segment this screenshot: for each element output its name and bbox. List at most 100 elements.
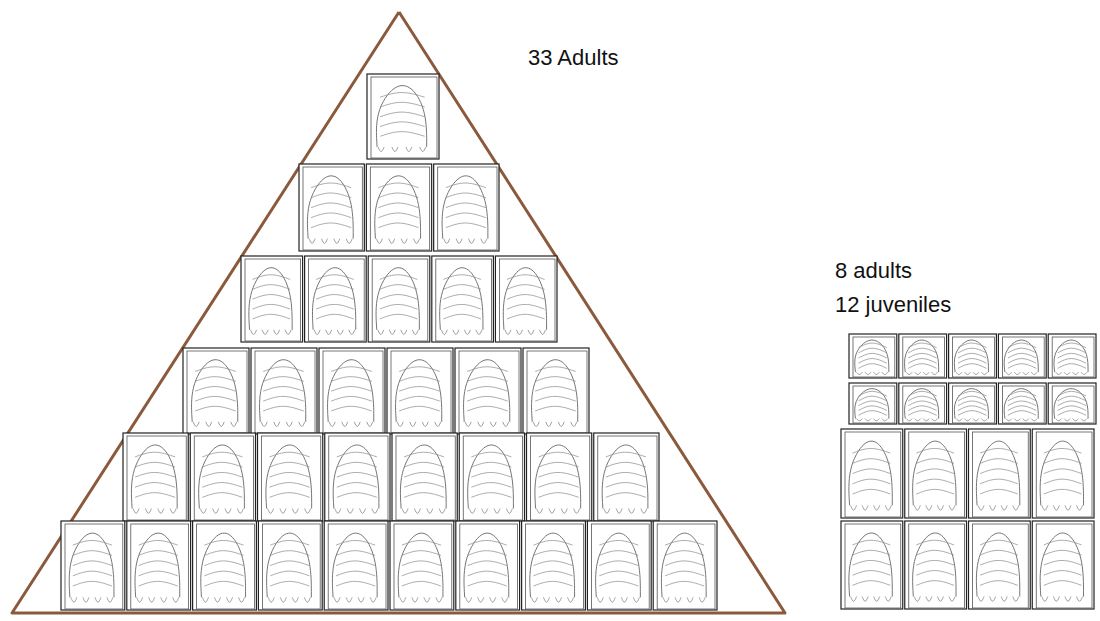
shell-foot <box>469 509 475 514</box>
shell-foot <box>439 509 445 514</box>
shell-ridge <box>606 472 646 477</box>
shell-ridge <box>958 406 986 411</box>
shell-ridge <box>507 295 545 300</box>
shell-ridge <box>858 391 886 396</box>
shell-ridge <box>533 540 572 545</box>
shell-foot <box>882 419 888 421</box>
box-outline <box>949 383 997 424</box>
shell-ridge <box>202 493 242 498</box>
shell-foot <box>214 597 220 602</box>
shell-foot <box>314 330 320 335</box>
box-inner-outline <box>309 259 365 341</box>
shell-ridge <box>958 401 986 406</box>
shell-ridge <box>202 462 242 467</box>
box-inner-outline <box>194 436 253 520</box>
pyramid-outline <box>12 12 785 613</box>
shell-foot <box>949 597 955 602</box>
shell-ridge <box>858 396 886 401</box>
shell-sketch <box>1004 340 1038 372</box>
shell-sketch <box>596 533 641 597</box>
shell-ridge <box>908 406 936 411</box>
shell-ridge <box>202 483 242 488</box>
shell-ridge <box>380 275 418 280</box>
shell-ridge <box>404 483 444 488</box>
shell-box <box>368 256 430 342</box>
shell-ridge <box>1008 353 1036 358</box>
shell-foot <box>885 505 891 510</box>
shell-foot <box>420 147 426 152</box>
shell-ridge <box>378 203 418 208</box>
shell-foot <box>401 239 407 244</box>
shell-ridge <box>853 571 891 576</box>
shell-ridge <box>378 193 418 198</box>
shell-foot <box>280 597 286 602</box>
shell-box <box>123 433 188 521</box>
shell-ridge <box>311 193 351 198</box>
shell-ridge <box>139 540 178 545</box>
shell-foot <box>1013 597 1019 602</box>
shell-ridge <box>399 377 440 382</box>
shell-ridge <box>916 469 954 474</box>
shell-foot <box>851 505 857 510</box>
shell-ridge <box>1008 343 1036 348</box>
shell-foot <box>145 509 151 514</box>
shell-foot <box>397 422 403 427</box>
shell-ridge <box>533 561 572 566</box>
shell-foot <box>923 372 929 374</box>
box-outline <box>123 433 188 521</box>
shell-ridge <box>263 387 304 392</box>
shell-ridge <box>336 551 375 556</box>
shell-sketch <box>1040 441 1083 505</box>
box-inner-outline <box>438 167 497 250</box>
shell-ridge <box>916 540 954 545</box>
box-outline <box>905 521 967 609</box>
box-inner-outline <box>591 524 649 609</box>
shell-foot <box>149 597 155 602</box>
shell-foot <box>441 330 447 335</box>
shell-ridge <box>204 561 243 566</box>
shell-box <box>1048 383 1096 424</box>
box-outline <box>969 521 1031 609</box>
shell-sketch <box>602 445 648 509</box>
shell-foot <box>334 239 340 244</box>
box-inner-outline <box>1052 337 1094 377</box>
shell-foot <box>1064 419 1070 421</box>
shell-ridge <box>535 387 576 392</box>
box-inner-outline <box>396 436 455 520</box>
shell-foot <box>873 419 879 421</box>
shell-foot <box>414 509 420 514</box>
shell-box <box>325 433 390 521</box>
box-outline <box>193 521 257 610</box>
shell-ridge <box>380 295 418 300</box>
box-inner-outline <box>394 524 452 609</box>
shell-ridge <box>446 183 486 188</box>
shell-foot <box>251 330 257 335</box>
shell-foot <box>334 597 340 602</box>
shell-foot <box>1064 372 1070 374</box>
shell-foot <box>561 509 567 514</box>
shell-foot <box>1042 597 1048 602</box>
shell-foot <box>367 422 373 427</box>
shell-ridge <box>980 560 1018 565</box>
box-outline <box>1032 521 1094 609</box>
box-outline <box>841 429 903 518</box>
shell-sketch <box>328 360 374 422</box>
shell-foot <box>537 509 543 514</box>
shell-ridge <box>139 551 178 556</box>
shell-foot <box>412 597 418 602</box>
shell-foot <box>490 422 496 427</box>
shell-ridge <box>446 203 486 208</box>
box-inner-outline <box>255 351 315 433</box>
shell-foot <box>568 597 574 602</box>
box-inner-outline <box>262 524 320 609</box>
shell-sketch <box>201 533 246 597</box>
box-inner-outline <box>526 524 584 609</box>
shell-foot <box>862 505 868 510</box>
box-inner-outline <box>391 351 451 433</box>
shell-foot <box>851 597 857 602</box>
shell-ridge <box>507 314 545 319</box>
shell-ridge <box>1058 401 1086 406</box>
shell-ridge <box>853 448 891 453</box>
shell-foot <box>1006 419 1012 421</box>
